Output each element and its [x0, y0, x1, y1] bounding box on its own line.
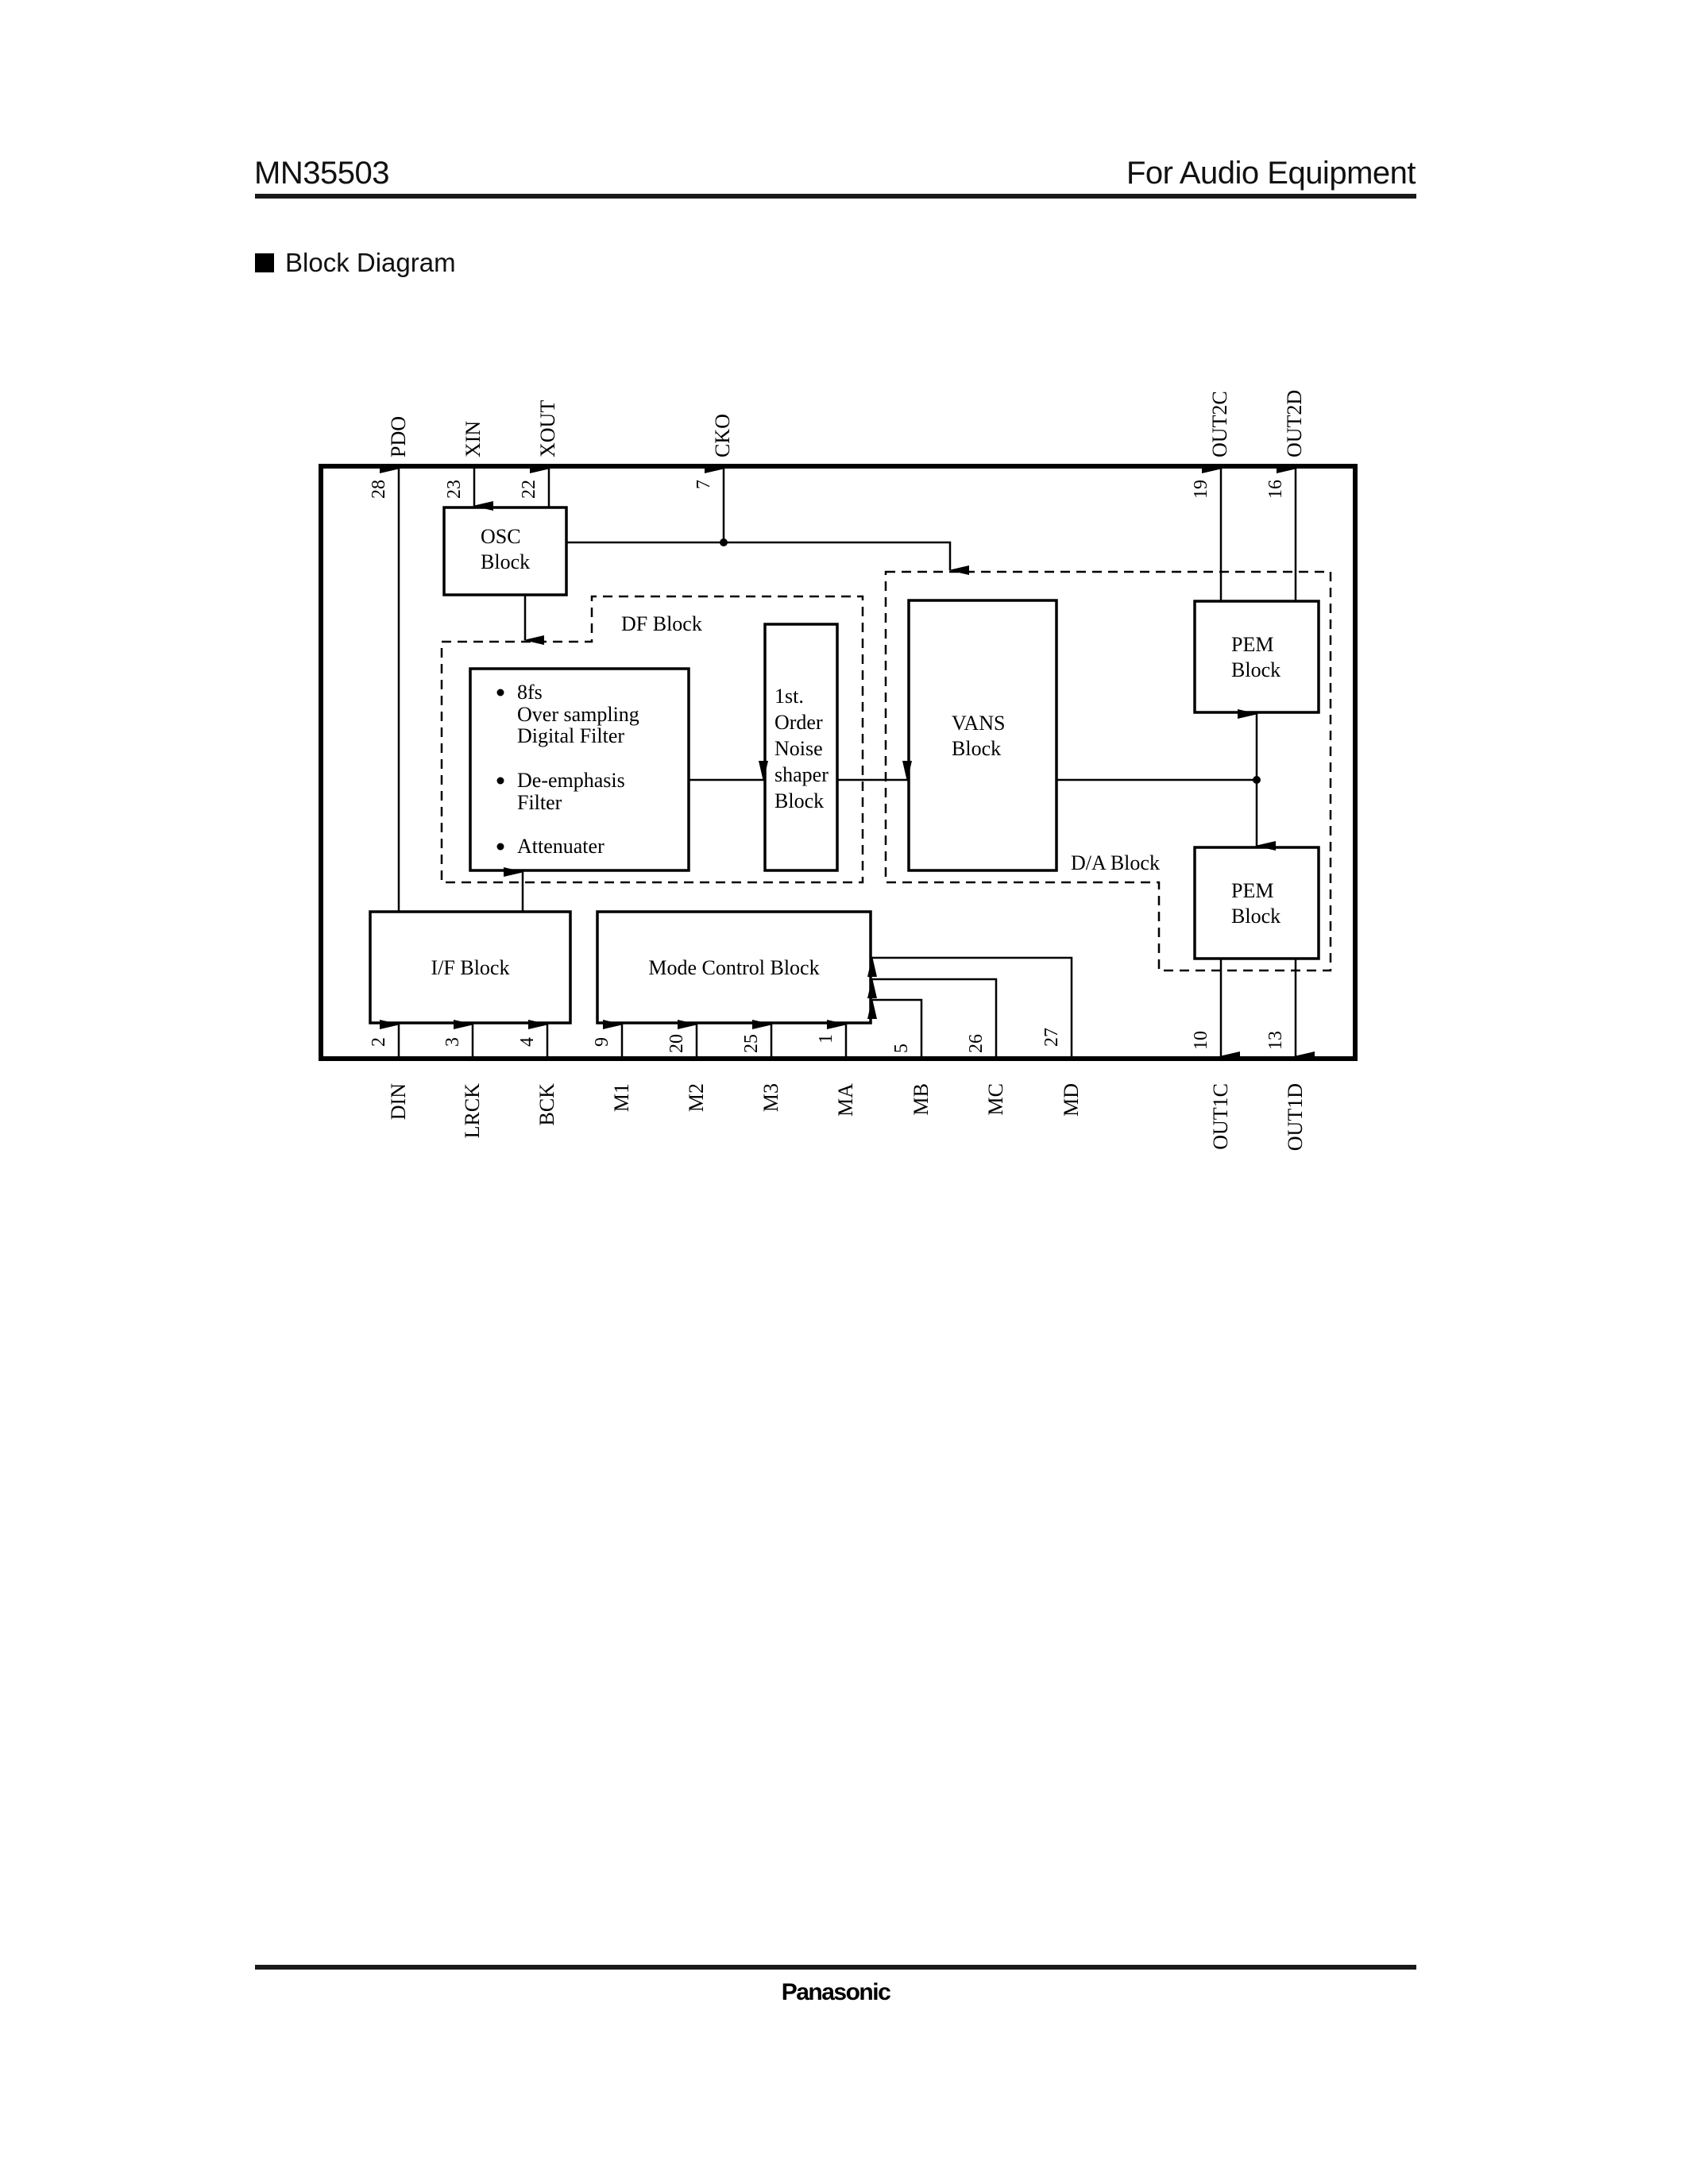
bullet-icon	[496, 689, 504, 696]
part-number: MN35503	[254, 156, 389, 191]
noise-shaper-line: Noise	[774, 737, 823, 760]
osc-block: OSC Block	[442, 506, 568, 596]
pin-number: 23	[444, 480, 465, 499]
noise-shaper-line: Order	[774, 711, 823, 734]
digital-filter-block: 8fs Over sampling Digital Filter De-emph…	[469, 667, 690, 872]
pin-name-pdo: PDO	[387, 416, 410, 457]
footer-rule	[255, 1965, 1416, 1970]
bullet-icon	[496, 777, 504, 785]
pin-name-out2d: OUT2D	[1283, 390, 1306, 457]
junction-dot	[1253, 776, 1261, 784]
osc-label-1: OSC	[481, 525, 521, 548]
pin-number: 3	[442, 1037, 463, 1047]
filter-item-8fs: 8fs	[517, 681, 543, 704]
pem-top-label-1: PEM	[1231, 633, 1273, 656]
pin-name-m2: M2	[685, 1083, 708, 1112]
bottom-pin-names: DIN LRCK BCK M1 M2 M3 MA MB MC MD OUT1C …	[387, 1083, 1307, 1151]
if-block-label: I/F Block	[431, 956, 510, 979]
pin-name-lrck: LRCK	[461, 1083, 484, 1139]
pin-name-m1: M1	[610, 1083, 633, 1112]
osc-label-2: Block	[481, 550, 530, 573]
pin-number: 10	[1191, 1031, 1211, 1050]
vans-label-1: VANS	[952, 712, 1005, 735]
noise-shaper-line: 1st.	[774, 685, 804, 708]
square-bullet-icon	[255, 253, 274, 272]
pem-block-bottom: PEM Block	[1193, 846, 1320, 960]
pin-number: 16	[1265, 480, 1286, 499]
bottom-pin-numbers: 2 3 4 9 20 25 1 5 26 27 10 13	[369, 1028, 1286, 1053]
filter-item-deemphasis: De-emphasis	[517, 769, 625, 792]
pin-number: 7	[693, 480, 714, 489]
pin-number: 1	[816, 1034, 836, 1044]
junction-dot	[720, 538, 728, 546]
filter-item-attenuater: Attenuater	[517, 835, 605, 858]
pem-top-label-2: Block	[1231, 658, 1280, 681]
pin-number: 26	[966, 1034, 987, 1053]
pin-name-xin: XIN	[462, 421, 485, 457]
pin-name-out1d: OUT1D	[1284, 1083, 1307, 1151]
pin-number: 20	[666, 1034, 687, 1053]
pem-block-top: PEM Block	[1193, 600, 1320, 714]
df-block-group	[440, 595, 864, 884]
filter-item-oversampling: Over sampling	[517, 703, 639, 726]
pin-number: 4	[517, 1037, 538, 1047]
chip-outline	[319, 464, 1358, 1061]
pin-name-bck: BCK	[535, 1083, 558, 1126]
signal-wires	[380, 464, 1315, 1061]
top-pin-numbers: 28 23 22 7 19 16	[369, 480, 1286, 499]
mode-control-block: Mode Control Block	[596, 910, 872, 1024]
pin-name-cko: CKO	[711, 414, 734, 457]
pin-number: 13	[1265, 1031, 1286, 1050]
top-pin-names: PDO XIN XOUT CKO OUT2C OUT2D	[387, 390, 1306, 457]
pin-name-din: DIN	[387, 1083, 410, 1120]
pin-number: 2	[369, 1037, 389, 1047]
pin-number: 5	[891, 1044, 912, 1053]
pin-name-m3: M3	[759, 1083, 782, 1112]
bullet-icon	[496, 843, 504, 851]
da-block-group	[884, 570, 1332, 972]
pin-number: 22	[519, 480, 539, 499]
pin-number: 27	[1041, 1028, 1062, 1047]
pin-name-md: MD	[1060, 1083, 1083, 1117]
filter-item-filter: Filter	[517, 791, 562, 814]
noise-shaper-line: shaper	[774, 763, 829, 786]
da-block-label: D/A Block	[1071, 851, 1160, 874]
df-block-label: DF Block	[621, 612, 702, 635]
document-category: For Audio Equipment	[1126, 156, 1416, 191]
pin-name-mc: MC	[984, 1083, 1007, 1115]
section-heading: Block Diagram	[255, 248, 456, 278]
brand-logo: Panasonic	[781, 1979, 891, 2005]
pin-name-xout: XOUT	[536, 400, 559, 457]
pin-name-mb: MB	[910, 1083, 933, 1115]
pin-number: 9	[592, 1037, 612, 1047]
pin-name-out2c: OUT2C	[1208, 391, 1231, 457]
pin-number: 25	[741, 1034, 762, 1053]
vans-label-2: Block	[952, 737, 1001, 760]
if-block: I/F Block	[369, 910, 572, 1024]
pin-number: 28	[369, 480, 389, 499]
pin-number: 19	[1191, 480, 1211, 499]
header-rule	[255, 194, 1416, 199]
pem-bottom-label-2: Block	[1231, 905, 1280, 928]
vans-block: VANS Block	[907, 599, 1058, 872]
filter-item-digital-filter: Digital Filter	[517, 724, 624, 747]
noise-shaper-line: Block	[774, 789, 824, 812]
pin-name-out1c: OUT1C	[1209, 1083, 1232, 1150]
mode-control-label: Mode Control Block	[648, 956, 819, 979]
section-title-text: Block Diagram	[285, 248, 456, 277]
noise-shaper-block: 1st. Order Noise shaper Block	[763, 623, 839, 872]
pem-bottom-label-1: PEM	[1231, 879, 1273, 902]
pin-name-ma: MA	[834, 1083, 857, 1117]
